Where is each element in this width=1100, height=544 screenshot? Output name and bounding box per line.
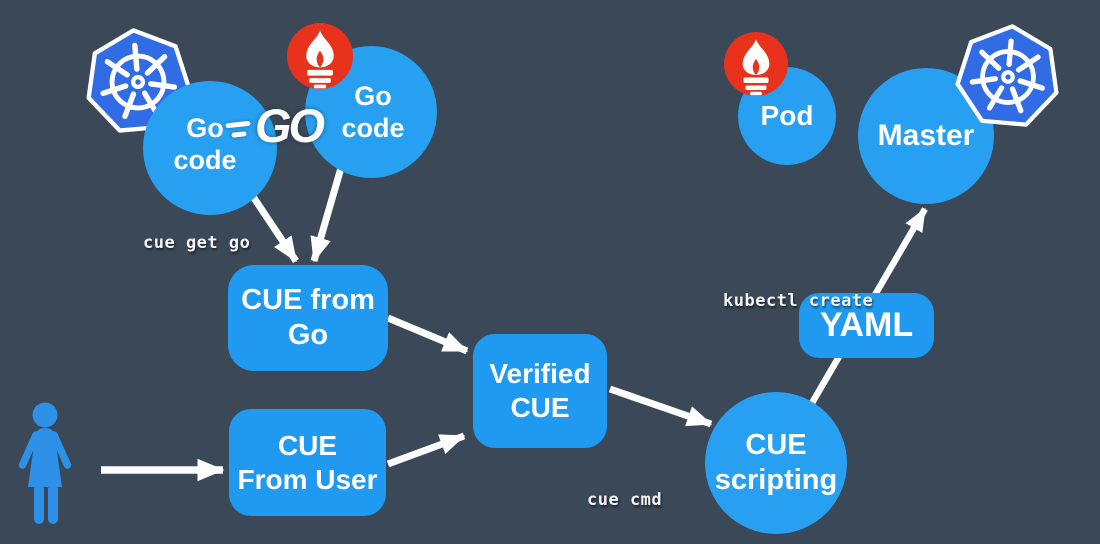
label-cue-cmd: cue cmd [587,490,663,510]
node-label: Go [354,80,392,111]
node-label: CUE [510,392,570,423]
prometheus-icon [287,23,353,89]
node-verified-cue: Verified CUE [473,334,607,448]
kubernetes-icon [955,24,1059,127]
node-go-code-left: Go code [143,81,277,215]
node-cue-from-user: CUE From User [229,409,386,516]
golang-logo-icon: GO [225,99,330,161]
label-cue-get-go: cue get go [143,233,251,253]
golang-speed-lines [225,120,251,139]
node-label: CUE from [241,284,375,317]
arrow-go-left-to-cue-from-go [247,190,299,263]
node-cue-from-go: CUE from Go [228,265,388,371]
prometheus-icon [724,32,788,96]
node-label: YAML [819,306,914,345]
arrow-verified-to-cue-scripting [608,385,713,428]
node-label: Pod [760,100,814,132]
arrow-cue-from-go-to-verified [386,314,469,355]
node-label: scripting [714,464,838,496]
node-cue-scripting: CUE scripting [705,392,847,534]
person-icon [18,402,72,524]
arrow-cue-from-user-to-verified [386,432,466,468]
node-label: Master [877,119,975,152]
label-kubectl-create: kubectl create [723,291,874,311]
node-label: CUE [277,429,338,461]
node-label: Go [287,319,329,351]
node-label: code [173,145,237,175]
node-label: From User [237,463,378,495]
golang-logo-text: GO [255,99,325,152]
kubernetes-icon [86,28,192,133]
node-label: Verified [489,358,591,390]
node-label: code [341,113,405,143]
node-yaml: YAML [799,293,934,358]
node-label: CUE [745,429,807,462]
node-label: Go [186,112,224,143]
arrow-go-right-to-cue-from-go [310,167,345,263]
